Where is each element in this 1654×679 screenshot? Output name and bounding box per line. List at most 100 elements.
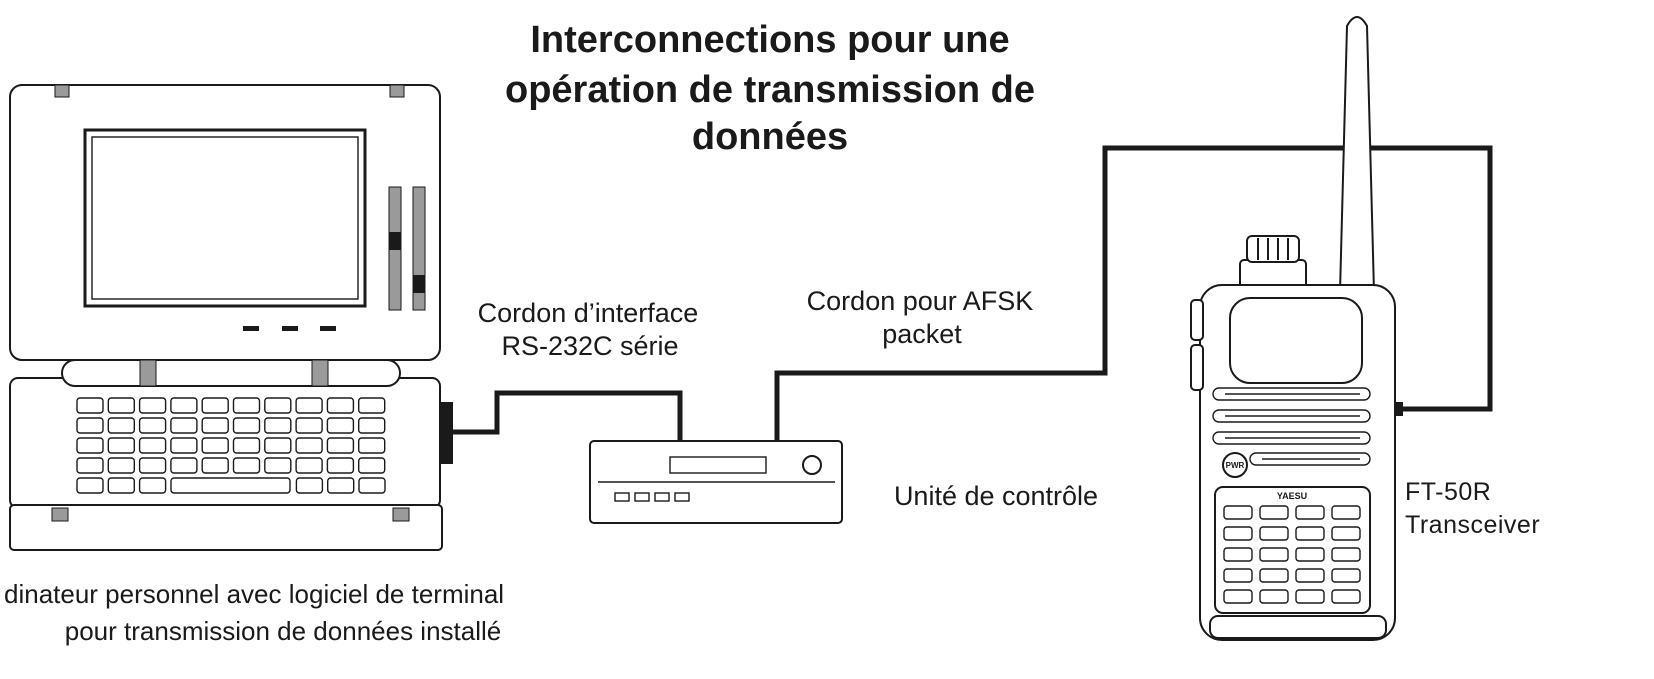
keyboard-key [264, 437, 292, 454]
title-line-1: Interconnections pour une [530, 19, 1009, 61]
indicator-dash [282, 326, 298, 331]
afsk-label-line-2: packet [882, 319, 962, 349]
data-jack [1395, 402, 1403, 416]
laptop-bottom-plate [9, 504, 443, 551]
radio-key [1295, 526, 1325, 541]
indicator-dash [243, 326, 259, 331]
base-foot-right [392, 507, 410, 522]
computer-label-line-1: dinateur personnel avec logiciel de term… [4, 579, 504, 609]
control-unit-button [614, 492, 630, 502]
radio-key [1295, 505, 1325, 520]
lid-slider-right-marker [413, 275, 425, 293]
keyboard-key [107, 417, 136, 434]
control-unit-label: Unité de contrôle [894, 481, 1098, 511]
keyboard-key [295, 437, 323, 454]
lid-latch-right [389, 84, 405, 98]
keyboard-key [295, 417, 323, 434]
radio-key [1295, 568, 1325, 583]
radio-key [1331, 568, 1361, 583]
keyboard-key [76, 397, 104, 414]
keyboard-key [264, 457, 292, 474]
rs232-cable-label: Cordon d’interface RS-232C série [478, 298, 699, 361]
radio-key [1295, 589, 1325, 604]
lid-latch-left [54, 84, 70, 98]
keyboard-key [358, 417, 386, 434]
radio-key [1259, 526, 1289, 541]
personal-computer [9, 84, 453, 551]
keyboard-key [201, 417, 229, 434]
keyboard-key [201, 397, 229, 414]
radio-keypad [1223, 505, 1361, 604]
control-unit-knob [802, 455, 822, 475]
transceiver-label-line-1: FT-50R [1405, 478, 1491, 506]
radio-key [1331, 526, 1361, 541]
control-unit-button [634, 492, 650, 502]
keyboard-key [358, 397, 386, 414]
radio-key [1223, 526, 1253, 541]
lid-slider-left-marker [389, 232, 401, 250]
transceiver-label: FT-50R Transceiver [1405, 478, 1540, 539]
keyboard-key [201, 457, 229, 474]
keyboard-key [264, 397, 292, 414]
keyboard-key [295, 457, 323, 474]
radio-key [1331, 505, 1361, 520]
keyboard-key [295, 397, 323, 414]
keyboard-key [326, 417, 355, 434]
radio-bottom [1209, 615, 1387, 639]
diagram-title: Interconnections pour une opération de t… [505, 19, 1035, 158]
keyboard-key [327, 477, 355, 494]
keyboard-key [358, 437, 386, 454]
keyboard-key [107, 477, 136, 494]
radio-key [1259, 505, 1289, 520]
radio-key [1223, 505, 1253, 520]
laptop-hinge [61, 359, 401, 387]
indicator-dash [320, 326, 336, 331]
keyboard-key [358, 477, 386, 494]
radio-key [1259, 547, 1289, 562]
radio-key [1295, 547, 1325, 562]
keyboard-key [232, 457, 261, 474]
keyboard-key [138, 457, 167, 474]
power-button [1222, 452, 1248, 478]
radio-key [1259, 589, 1289, 604]
keyboard-key [107, 437, 136, 454]
radio-key [1331, 589, 1361, 604]
keyboard-key [358, 457, 386, 474]
keyboard-key [232, 417, 261, 434]
keyboard-key [326, 437, 355, 454]
keyboard-key [170, 437, 198, 454]
rs232-label-line-1: Cordon d’interface [478, 298, 699, 328]
laptop-keyboard [76, 397, 386, 494]
afsk-label-line-1: Cordon pour AFSK [807, 286, 1034, 316]
title-line-2: opération de transmission de [505, 69, 1035, 111]
radio-key [1331, 547, 1361, 562]
keyboard-key [201, 437, 229, 454]
control-unit-button [654, 492, 670, 502]
keyboard-key [107, 397, 136, 414]
afsk-cable [774, 145, 1493, 441]
antenna [1338, 16, 1376, 293]
radio-key [1259, 568, 1289, 583]
serial-port-connector [440, 402, 453, 464]
keyboard-key [264, 417, 292, 434]
rs232-cable [453, 390, 683, 441]
keyboard-key [138, 417, 167, 434]
radio-key [1223, 568, 1253, 583]
keyboard-key [76, 437, 104, 454]
keyboard-spacebar [170, 477, 291, 494]
control-unit-display [669, 456, 767, 474]
keyboard-key [76, 477, 104, 494]
keyboard-key [232, 437, 261, 454]
keyboard-key [170, 397, 198, 414]
radio-key [1223, 547, 1253, 562]
transceiver: PWR YAESU [1190, 16, 1403, 641]
keyboard-key [107, 457, 136, 474]
afsk-cable-label: Cordon pour AFSK packet [807, 286, 1034, 349]
control-unit-button [674, 492, 690, 502]
power-button-label: PWR [1226, 461, 1245, 470]
laptop-screen [91, 136, 359, 300]
hinge-block-left [139, 359, 157, 387]
keyboard-key [295, 477, 324, 494]
keyboard-key [76, 457, 104, 474]
